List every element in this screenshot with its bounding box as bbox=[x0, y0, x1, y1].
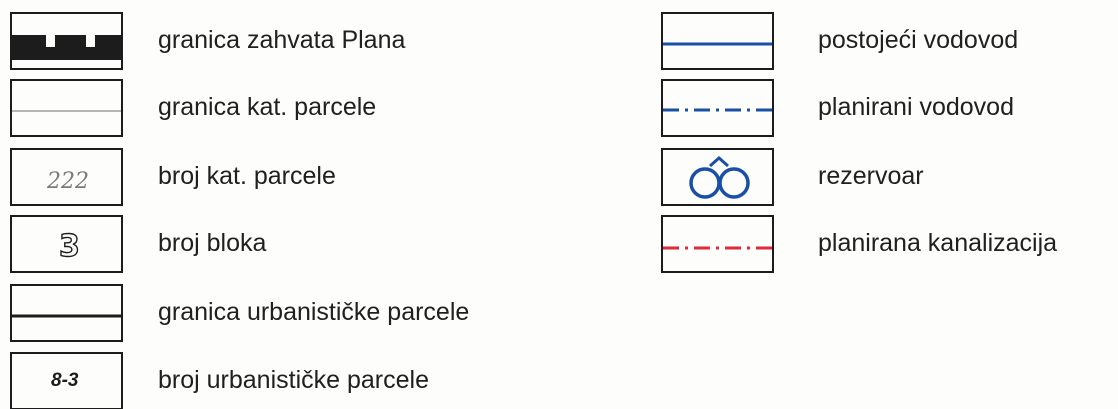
legend-label: rezervoar bbox=[818, 162, 924, 190]
urban-number-text: 8-3 bbox=[51, 370, 79, 391]
legend-label: planirana kanalizacija bbox=[818, 229, 1058, 257]
planned-sewer-icon bbox=[661, 215, 774, 273]
legend-label: granica kat. parcele bbox=[158, 93, 377, 121]
reservoir-icon bbox=[661, 148, 774, 206]
planned-water-line-icon bbox=[661, 79, 774, 137]
legend-label: granica urbanističke parcele bbox=[158, 298, 470, 326]
block-number-icon: 3 bbox=[10, 215, 123, 273]
existing-water-line-icon bbox=[661, 12, 774, 70]
legend-label: broj bloka bbox=[158, 229, 267, 257]
cadastral-number-text: 222 bbox=[46, 169, 89, 194]
legend-label: granica zahvata Plana bbox=[158, 26, 406, 54]
block-number-text: 3 bbox=[59, 229, 80, 264]
cadastral-boundary-icon bbox=[10, 79, 123, 137]
legend-label: broj urbanističke parcele bbox=[158, 366, 429, 394]
urban-number-icon: 8-3 bbox=[10, 352, 123, 409]
cadastral-number-icon: 222 bbox=[10, 148, 123, 206]
urban-boundary-icon bbox=[10, 284, 123, 342]
legend-label: planirani vodovod bbox=[818, 93, 1014, 121]
legend-label: postojeći vodovod bbox=[818, 26, 1019, 54]
plan-boundary-icon bbox=[10, 12, 123, 70]
legend-label: broj kat. parcele bbox=[158, 162, 336, 190]
